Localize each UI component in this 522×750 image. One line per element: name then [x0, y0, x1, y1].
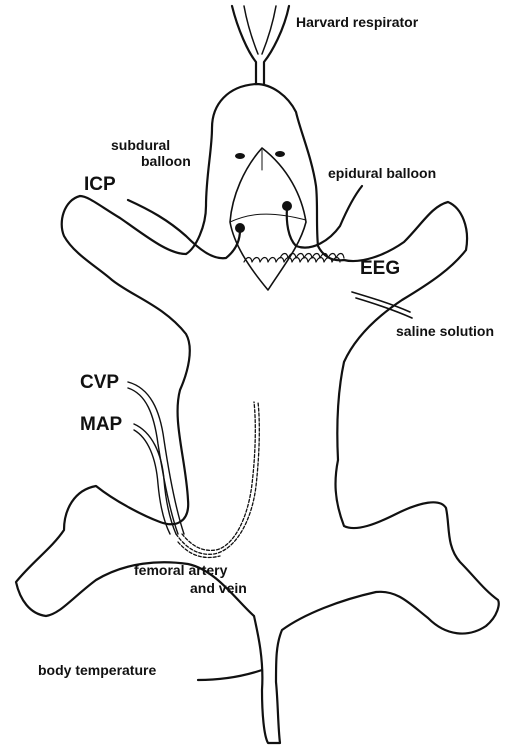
label-map: MAP: [80, 414, 123, 435]
label-femoral-2: and vein: [190, 580, 247, 596]
femoral-vessel-b: [182, 402, 255, 550]
label-epidural-balloon: epidural balloon: [328, 165, 436, 181]
respirator-tube: [232, 6, 289, 84]
label-icp: ICP: [84, 174, 116, 195]
temperature-probe: [198, 670, 262, 680]
label-subdural-1: subdural: [111, 137, 170, 153]
label-femoral-1: femoral artery: [134, 562, 228, 578]
label-saline-solution: saline solution: [396, 323, 494, 339]
label-body-temperature: body temperature: [38, 662, 156, 678]
label-subdural-2: balloon: [141, 153, 191, 169]
left-eye: [235, 153, 245, 159]
right-eye: [275, 151, 285, 157]
label-cvp: CVP: [80, 372, 119, 393]
eeg-wire-lower: [244, 258, 340, 263]
label-harvard-respirator: Harvard respirator: [296, 14, 419, 30]
respirator-tube-inner: [244, 6, 276, 54]
femoral-vessel-a: [176, 402, 259, 554]
skull-flap: [230, 148, 306, 290]
label-eeg: EEG: [360, 258, 400, 279]
subdural-catheter: [128, 200, 240, 258]
map-catheter: [134, 424, 176, 534]
